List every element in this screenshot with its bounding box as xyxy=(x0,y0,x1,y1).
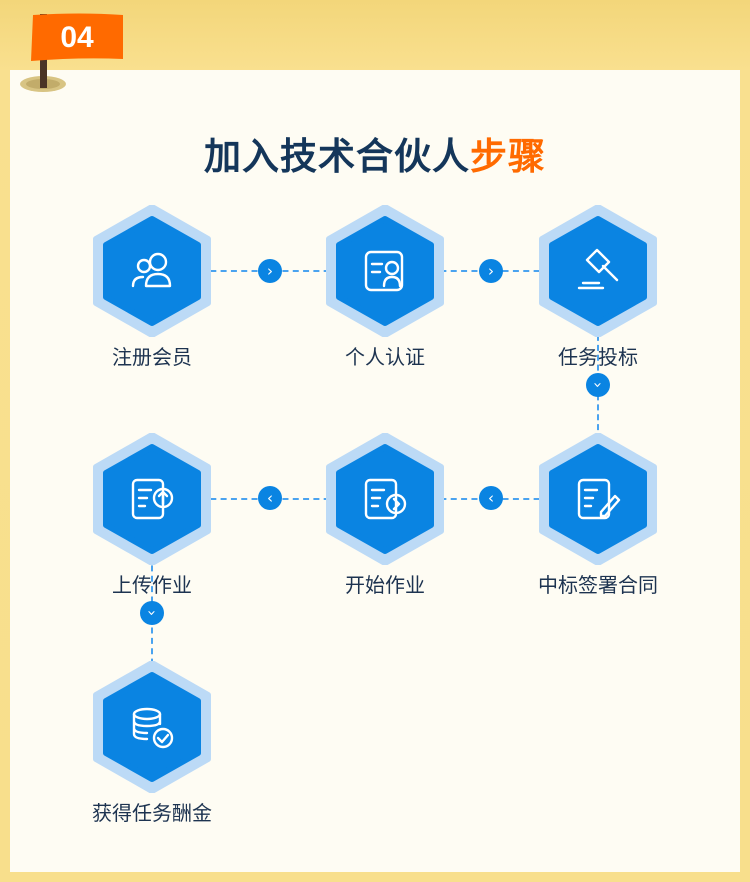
step-hexagon xyxy=(325,205,445,337)
flag-icon xyxy=(20,13,123,92)
id-card-icon xyxy=(364,250,404,292)
chevron-right-icon: › xyxy=(479,259,503,283)
step-label: 上传作业 xyxy=(112,573,192,597)
chevron-down-icon: › xyxy=(586,373,610,397)
document-start-icon xyxy=(364,478,407,520)
gavel-icon xyxy=(577,248,619,290)
title-main: 加入技术合伙人 xyxy=(204,135,470,178)
coins-check-icon xyxy=(132,707,174,749)
step-hexagon xyxy=(325,433,445,565)
step-label: 获得任务酬金 xyxy=(92,801,212,825)
step-label: 中标签署合同 xyxy=(538,573,658,597)
title-highlight: 步骤 xyxy=(470,135,546,178)
step-hexagon xyxy=(538,433,658,565)
step-hexagon xyxy=(538,205,658,337)
step-label: 注册会员 xyxy=(112,345,192,369)
step-hexagon xyxy=(92,205,212,337)
step-label: 任务投标 xyxy=(558,345,638,369)
step-label: 开始作业 xyxy=(345,573,425,597)
document-upload-icon xyxy=(131,478,174,520)
step-label: 个人认证 xyxy=(345,345,425,369)
contract-sign-icon xyxy=(577,478,621,520)
step-number-badge: 04 xyxy=(60,21,94,54)
step-hexagon xyxy=(92,661,212,793)
users-icon xyxy=(131,252,172,288)
step-hexagon xyxy=(92,433,212,565)
chevron-left-icon: ‹ xyxy=(479,486,503,510)
chevron-left-icon: ‹ xyxy=(258,486,282,510)
page-title: 加入技术合伙人步骤 xyxy=(0,126,750,180)
chevron-right-icon: › xyxy=(258,259,282,283)
chevron-down-icon: › xyxy=(140,601,164,625)
